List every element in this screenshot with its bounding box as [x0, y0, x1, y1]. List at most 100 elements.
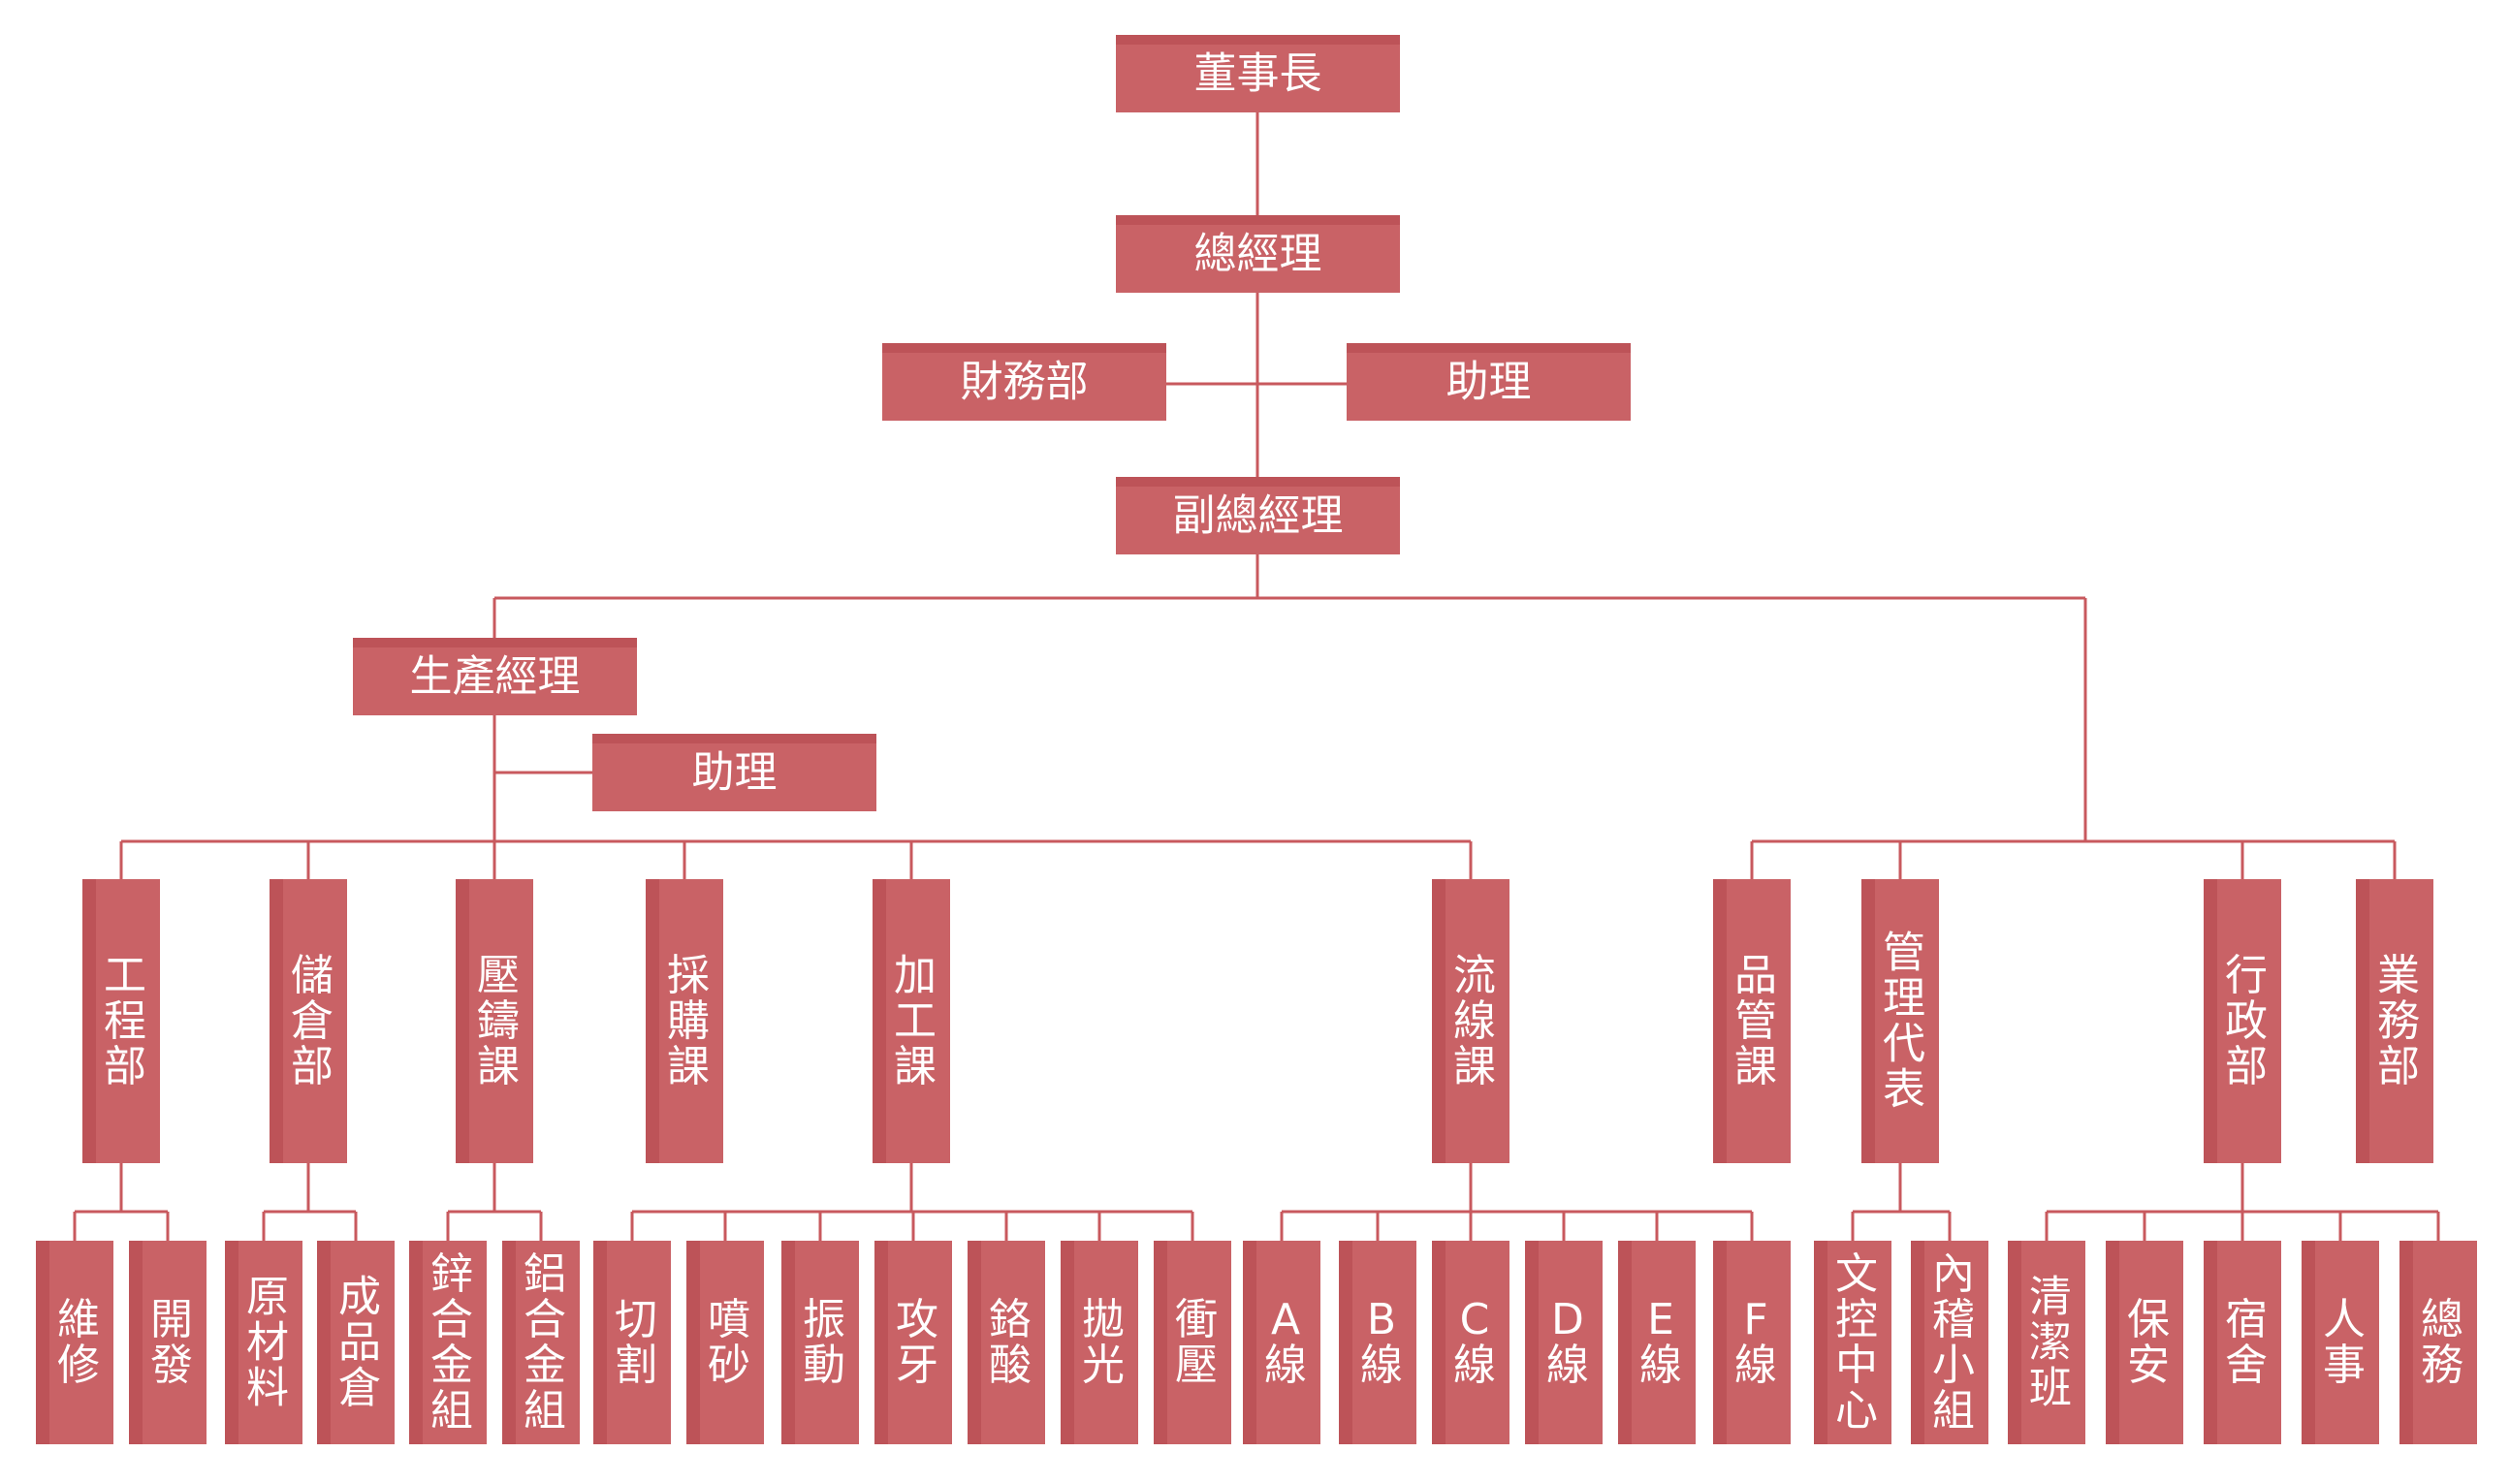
node-punching: 衝壓 [1154, 1241, 1231, 1444]
node-shade [2356, 879, 2369, 1163]
node-label: 宿舍 [2225, 1295, 2268, 1390]
node-shade [686, 1241, 700, 1444]
node-shade [1618, 1241, 1632, 1444]
node-gm: 總經理 [1116, 215, 1400, 293]
node-cutting: 切割 [593, 1241, 671, 1444]
node-shade [2399, 1241, 2413, 1444]
node-aluminum-alloy: 鋁合金組 [502, 1241, 580, 1444]
node-die-casting: 壓鑄課 [456, 879, 533, 1163]
node-label: 生產經理 [410, 652, 581, 702]
node-label: 業務部 [2377, 951, 2420, 1091]
org-nodes: 董事長總經理財務部助理副總經理生產經理助理工程部儲倉部壓鑄課採購課加工課流線課品… [36, 35, 2477, 1444]
node-shade [593, 1241, 607, 1444]
node-label: 工程部 [104, 951, 146, 1091]
node-shade [968, 1241, 981, 1444]
node-label: 開發 [150, 1295, 193, 1390]
node-shade [502, 1241, 516, 1444]
node-development: 開發 [129, 1241, 207, 1444]
node-label: 助理 [1446, 358, 1532, 407]
node-assembly-line: 流線課 [1432, 879, 1509, 1163]
node-raw-material: 原材料 [225, 1241, 302, 1444]
node-tapping: 攻牙 [874, 1241, 952, 1444]
node-label: 噴砂 [708, 1295, 750, 1390]
node-label: 行政部 [2225, 951, 2268, 1091]
node-label: 總經理 [1194, 230, 1322, 279]
node-assistant-prod: 助理 [592, 734, 876, 811]
node-box [1116, 35, 1400, 112]
node-zinc-alloy: 鋅合金組 [409, 1241, 487, 1444]
node-shade [1713, 1241, 1727, 1444]
node-label: 衝壓 [1175, 1295, 1218, 1390]
node-label: 攻牙 [896, 1295, 938, 1390]
node-box [592, 734, 876, 811]
node-label: 保安 [2127, 1295, 2170, 1390]
node-admin: 行政部 [2204, 879, 2281, 1163]
connector-lines [73, 112, 2440, 1241]
node-label: 人事 [2323, 1295, 2366, 1390]
node-hr: 人事 [2302, 1241, 2379, 1444]
node-chairman: 董事長 [1116, 35, 1400, 112]
node-label: 壓鑄課 [477, 951, 520, 1091]
node-shade [2204, 1241, 2217, 1444]
node-label: 管理代表 [1883, 929, 1925, 1115]
node-label: 儲倉部 [291, 951, 334, 1091]
node-chroming: 鉻酸 [968, 1241, 1045, 1444]
node-shade [456, 879, 469, 1163]
node-label: 清潔班 [2029, 1273, 2072, 1413]
node-label: 成品倉 [338, 1273, 381, 1413]
node-maintenance: 維修 [36, 1241, 113, 1444]
node-shade [1339, 1241, 1352, 1444]
node-shade [409, 1241, 423, 1444]
node-shade [873, 879, 886, 1163]
node-label: 財務部 [961, 358, 1089, 407]
node-security: 保安 [2106, 1241, 2183, 1444]
node-box [882, 343, 1166, 421]
node-polishing: 拋光 [1061, 1241, 1138, 1444]
node-general-affairs: 總務 [2399, 1241, 2477, 1444]
node-shade [2204, 879, 2217, 1163]
node-shade [2008, 1241, 2021, 1444]
node-shade [1061, 1241, 1074, 1444]
node-label: 拋光 [1082, 1295, 1125, 1390]
node-label: 總務 [2421, 1295, 2463, 1390]
node-finance: 財務部 [882, 343, 1166, 421]
node-engineering: 工程部 [82, 879, 160, 1163]
node-shade [36, 1241, 49, 1444]
node-shade [1713, 879, 1727, 1163]
node-purchasing: 採購課 [646, 879, 723, 1163]
node-shade [1814, 1241, 1827, 1444]
node-label: 鋅合金組 [430, 1249, 473, 1436]
node-label: 振動 [803, 1295, 845, 1390]
node-dormitory: 宿舍 [2204, 1241, 2281, 1444]
node-shade [353, 638, 637, 647]
node-label: 副總經理 [1173, 491, 1344, 541]
node-shade [129, 1241, 143, 1444]
node-shade [1347, 343, 1631, 353]
node-box [1116, 477, 1400, 554]
node-deputy-gm: 副總經理 [1116, 477, 1400, 554]
node-shade [2302, 1241, 2315, 1444]
node-audit-team: 內稽小組 [1911, 1241, 1988, 1444]
node-production-mgr: 生產經理 [353, 638, 637, 715]
node-shade [225, 1241, 238, 1444]
node-label: 助理 [692, 748, 778, 798]
node-cleaning: 清潔班 [2008, 1241, 2085, 1444]
node-finished-goods: 成品倉 [317, 1241, 395, 1444]
node-box [1347, 343, 1631, 421]
node-label: 原材料 [246, 1273, 289, 1413]
node-shade [874, 1241, 888, 1444]
node-sandblasting: 噴砂 [686, 1241, 764, 1444]
node-vibration: 振動 [781, 1241, 859, 1444]
node-label: 品管課 [1734, 951, 1777, 1091]
node-label: 加工課 [894, 951, 937, 1091]
node-shade [1525, 1241, 1539, 1444]
node-shade [270, 879, 283, 1163]
node-shade [1116, 215, 1400, 225]
node-shade [1432, 1241, 1446, 1444]
